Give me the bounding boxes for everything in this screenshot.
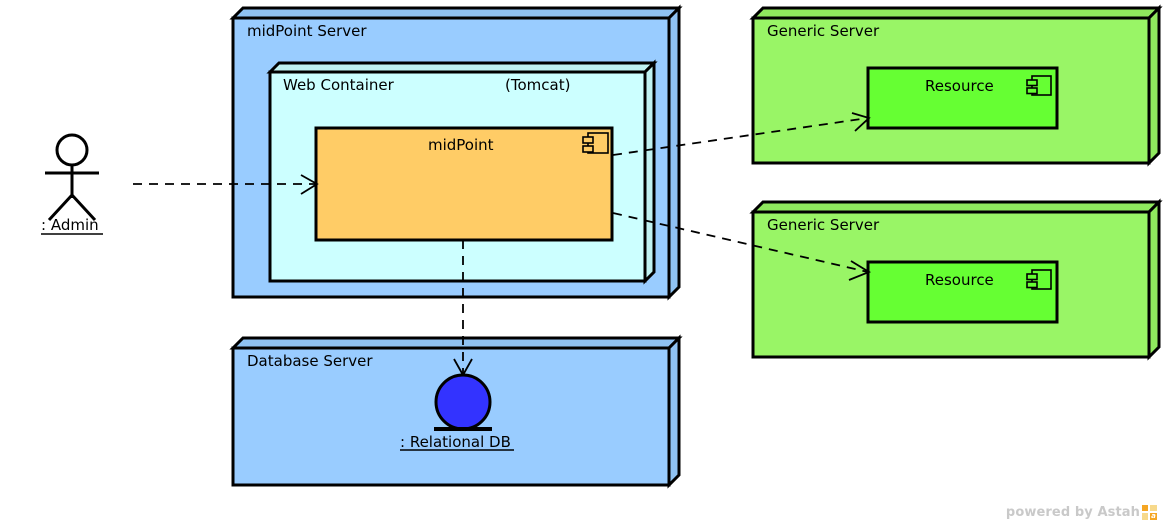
connector-admin-to-midpoint-arrowhead bbox=[300, 174, 319, 195]
actor-admin-label: : Admin bbox=[41, 216, 99, 234]
component-resource-1-label: Resource bbox=[925, 77, 994, 95]
connector-midpoint-to-resource-2-line bbox=[612, 212, 869, 273]
actor-leg-left bbox=[47, 193, 74, 222]
node-generic-server-2-label: Generic Server bbox=[767, 216, 880, 234]
connector-admin-to-midpoint[interactable] bbox=[133, 174, 319, 195]
uml-component-icon bbox=[1026, 269, 1052, 290]
object-relational-db-label: : Relational DB bbox=[400, 433, 511, 451]
node-database-server-label: Database Server bbox=[247, 352, 373, 370]
component-midpoint[interactable] bbox=[314, 126, 614, 242]
uml-component-icon bbox=[1026, 75, 1052, 96]
component-resource-2-label: Resource bbox=[925, 271, 994, 289]
object-relational-db[interactable] bbox=[400, 373, 514, 451]
connector-midpoint-to-relational-db-arrowhead bbox=[453, 358, 473, 377]
node-web-container-label: Web Container bbox=[283, 76, 394, 94]
connector-midpoint-to-resource-1[interactable] bbox=[612, 112, 871, 156]
component-resource-1-box bbox=[866, 66, 1059, 130]
uml-component-icon bbox=[582, 132, 609, 154]
astah-watermark: powered by Astah a bbox=[1006, 505, 1157, 520]
actor-leg-right bbox=[70, 193, 97, 222]
node-midpoint-server-label: midPoint Server bbox=[247, 22, 367, 40]
component-resource-2-box bbox=[866, 260, 1059, 324]
component-resource-1[interactable] bbox=[866, 66, 1059, 130]
connector-midpoint-to-resource-1-arrowhead bbox=[851, 112, 871, 132]
node-generic-server-1-label: Generic Server bbox=[767, 22, 880, 40]
connector-midpoint-to-relational-db[interactable] bbox=[453, 240, 473, 377]
node-database-server[interactable] bbox=[229, 334, 683, 489]
connector-midpoint-to-resource-2-arrowhead bbox=[848, 260, 872, 281]
connector-midpoint-to-resource-1-line bbox=[612, 117, 869, 156]
component-midpoint-label: midPoint bbox=[428, 136, 494, 154]
database-object-circle-icon bbox=[434, 373, 492, 431]
astah-logo-icon: a bbox=[1142, 505, 1157, 520]
component-midpoint-box bbox=[314, 126, 614, 242]
astah-watermark-text: powered by Astah bbox=[1005, 505, 1140, 520]
connector-midpoint-to-resource-2[interactable] bbox=[612, 212, 872, 281]
stick-figure-actor-icon bbox=[55, 133, 89, 167]
component-resource-2[interactable] bbox=[866, 260, 1059, 324]
actor-admin[interactable] bbox=[41, 133, 103, 235]
node-web-container-stereotype: (Tomcat) bbox=[505, 76, 571, 94]
